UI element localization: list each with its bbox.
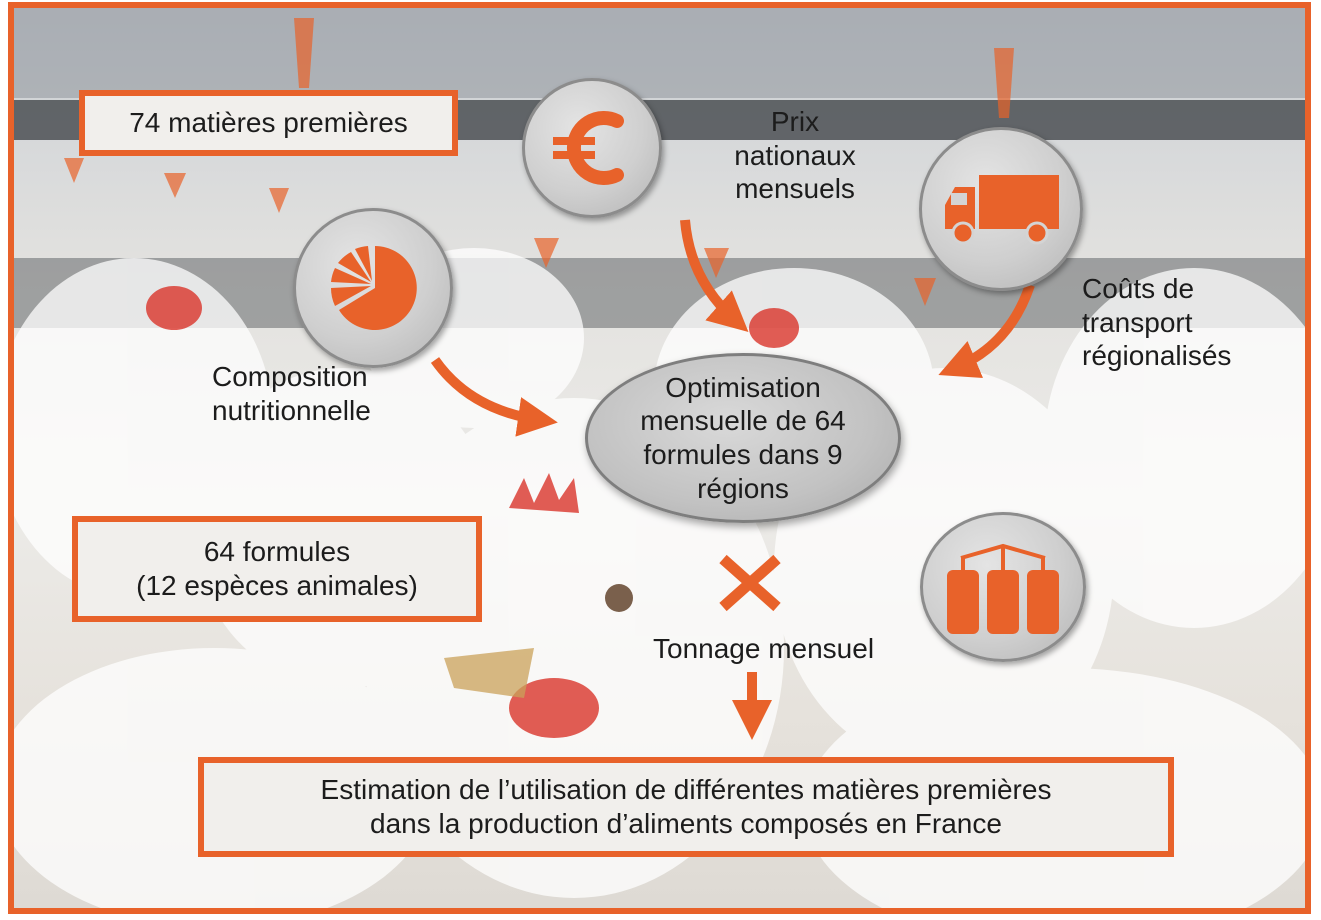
euro-icon <box>553 111 624 185</box>
pie-circle <box>293 208 453 368</box>
optimisation-text: Optimisation mensuelle de 64 formules da… <box>640 371 846 504</box>
truck-icon <box>945 175 1059 245</box>
composition-label: Composition nutritionnelle <box>212 361 371 426</box>
silos-icon <box>947 543 1059 634</box>
pie-chart-icon <box>330 246 417 330</box>
silos-circle <box>920 512 1086 662</box>
truck-circle <box>919 127 1083 291</box>
euro-circle <box>522 78 662 218</box>
estimation-box: Estimation de l’utilisation de différent… <box>198 757 1174 857</box>
tonnage-label: Tonnage mensuel <box>653 633 875 664</box>
raw-materials-text: 74 matières premières <box>129 107 408 139</box>
multiply-icon <box>719 554 781 612</box>
formulas-text: 64 formules (12 espèces animales) <box>136 536 418 601</box>
raw-materials-box: 74 matières premières <box>79 90 458 156</box>
optimisation-node: Optimisation mensuelle de 64 formules da… <box>585 353 901 523</box>
formulas-box: 64 formules (12 espèces animales) <box>72 516 482 622</box>
estimation-text: Estimation de l’utilisation de différent… <box>320 774 1052 839</box>
transport-label: Coûts de transport régionalisés <box>1082 273 1232 372</box>
prices-label: Prix nationaux mensuels <box>734 106 856 205</box>
